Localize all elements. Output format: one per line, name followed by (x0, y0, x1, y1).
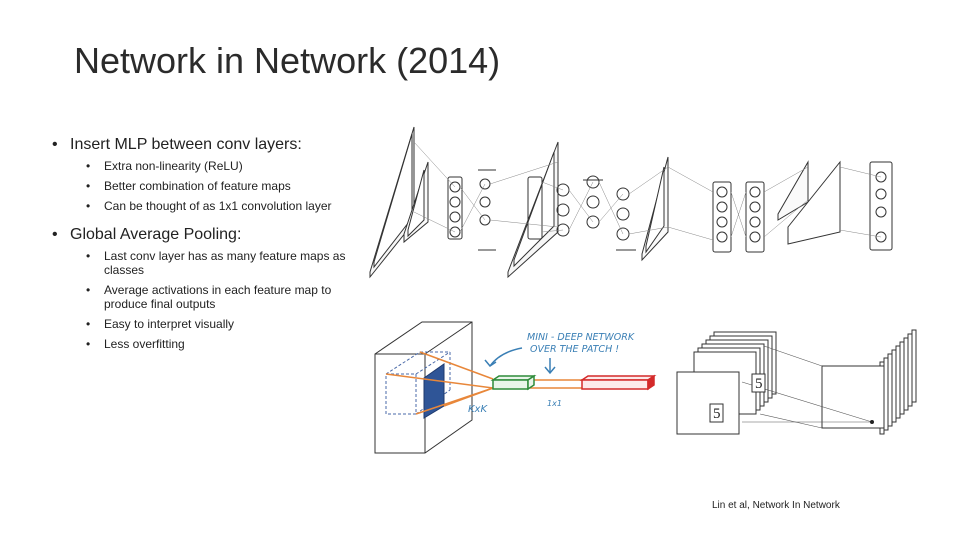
bullet-gap: Global Average Pooling: (52, 225, 362, 245)
bullet-mlp: Insert MLP between conv layers: (52, 135, 362, 155)
bullet-list: Insert MLP between conv layers: Extra no… (52, 135, 362, 357)
mlpconv-patch-diagram: MINI - DEEP NETWORK OVER THE PATCH ! KxK… (374, 321, 657, 454)
label-5-top: 5 (755, 376, 763, 392)
sub-bullet: Extra non-linearity (ReLU) (86, 159, 362, 173)
sub-bullets-mlp: Extra non-linearity (ReLU) Better combin… (86, 159, 362, 213)
sub-bullet: Easy to interpret visually (86, 317, 362, 331)
sub-bullet: Better combination of feature maps (86, 179, 362, 193)
sub-bullet: Can be thought of as 1x1 convolution lay… (86, 199, 362, 213)
figure-caption: Lin et al, Network In Network (712, 500, 840, 511)
label-kxk: KxK (468, 404, 488, 415)
global-pooling-diagram: 5 5 (676, 329, 917, 435)
nin-architecture-diagram (369, 126, 893, 279)
sub-bullet: Less overfitting (86, 337, 362, 351)
annotation-line1: MINI - DEEP NETWORK (527, 332, 635, 343)
annotation-line2: OVER THE PATCH ! (530, 344, 619, 355)
sub-bullet: Last conv layer has as many feature maps… (86, 249, 362, 277)
sub-bullet: Average activations in each feature map … (86, 283, 362, 311)
label-5-bottom: 5 (713, 406, 721, 422)
slide-title: Network in Network (2014) (74, 40, 501, 81)
sub-bullets-gap: Last conv layer has as many feature maps… (86, 249, 362, 351)
label-1x1: 1x1 (547, 399, 562, 408)
